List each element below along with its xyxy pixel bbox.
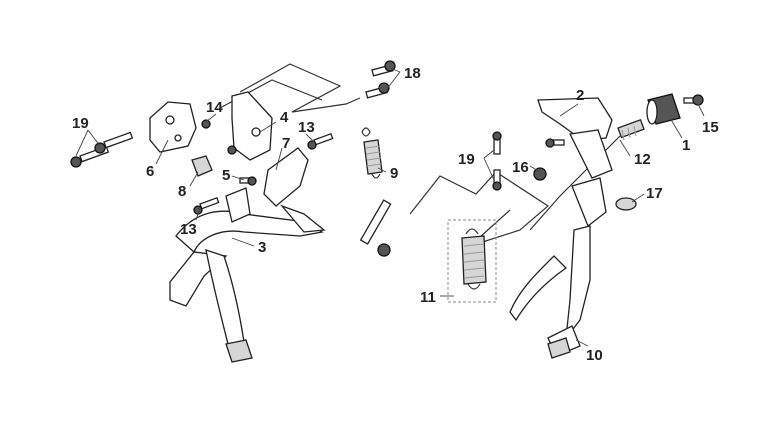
callout-7: 7 <box>282 135 290 152</box>
callout-12: 12 <box>634 151 651 168</box>
callout-14: 14 <box>206 99 223 116</box>
callout-labels: 19 6 14 8 4 5 7 13 13 3 18 9 2 19 16 12 … <box>72 65 719 364</box>
part-16-nut <box>533 167 547 181</box>
part-8-rubber-block <box>191 155 213 177</box>
callout-1: 1 <box>682 137 690 154</box>
callout-13-upper: 13 <box>298 119 315 136</box>
routing-line-right <box>409 171 549 247</box>
callout-4: 4 <box>280 109 289 126</box>
part-12-shaft <box>617 118 645 141</box>
part-17-cap <box>615 197 637 211</box>
part-19-bolts-left <box>70 131 134 168</box>
callout-19-right: 19 <box>458 151 475 168</box>
part-18-bolts <box>365 60 396 99</box>
part-9-spring <box>361 127 383 179</box>
callout-2: 2 <box>576 87 584 104</box>
part-13-bolt-upper <box>307 133 334 150</box>
callout-9: 9 <box>390 165 398 182</box>
routing-line-right-2 <box>529 135 621 231</box>
routing-line-left <box>239 63 361 113</box>
part-4-bracket-plate <box>231 91 273 161</box>
part-4-hole <box>251 127 261 137</box>
long-bolt <box>359 199 392 257</box>
callout-3: 3 <box>258 239 266 256</box>
part-6-bracket-plate <box>149 101 197 153</box>
callout-13-lower: 13 <box>180 221 197 238</box>
callout-6: 6 <box>146 163 154 180</box>
callout-5: 5 <box>222 167 230 184</box>
callout-15: 15 <box>702 119 719 136</box>
part-2-arm <box>569 129 613 179</box>
part-5-bolt <box>239 176 257 186</box>
callout-8: 8 <box>178 183 186 200</box>
part-3-main-stand <box>169 147 326 363</box>
part-6-hole-2 <box>174 134 182 142</box>
pivot-bolt <box>545 138 565 148</box>
callout-18: 18 <box>404 65 421 82</box>
part-13-bolt-lower <box>193 197 220 215</box>
callout-17: 17 <box>646 185 663 202</box>
part-14-nut-b <box>227 145 237 155</box>
part-1-cylinder <box>646 93 681 125</box>
callout-10: 10 <box>586 347 603 364</box>
part-10-side-stand <box>509 177 607 359</box>
leader-lines <box>75 67 705 347</box>
part-15-bolt <box>683 94 704 106</box>
part-14-nut-a <box>201 119 211 129</box>
callout-19-left: 19 <box>72 115 89 132</box>
callout-16: 16 <box>512 159 529 176</box>
part-11-spring <box>461 228 487 290</box>
part-19-bolts-right <box>492 131 502 191</box>
left-assembly <box>70 60 396 363</box>
right-assembly <box>359 93 704 359</box>
part-6-hole <box>165 115 175 125</box>
callout-11: 11 <box>420 289 436 306</box>
